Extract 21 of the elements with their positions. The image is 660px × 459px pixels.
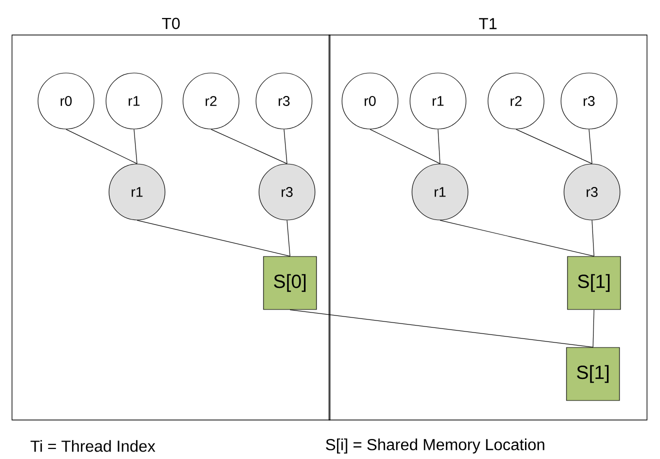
connector-line: [66, 129, 138, 164]
connector-line: [592, 220, 594, 256]
connector-line: [290, 310, 594, 348]
connector-line: [516, 129, 592, 164]
connector-line: [134, 129, 138, 164]
connector-line: [210, 129, 288, 164]
node-label: T0: [162, 18, 180, 30]
connector-line: [370, 129, 440, 164]
legend-note: S[i] = Shared Memory Location: [326, 438, 544, 454]
connector-line: [438, 129, 440, 164]
connector-line: [592, 310, 594, 348]
shared-memory-box: S[1]: [566, 347, 620, 401]
connector-line: [284, 129, 288, 164]
connector-line: [440, 220, 594, 256]
connector-line: [588, 129, 592, 164]
connector-line: [136, 220, 290, 256]
legend-note: Ti = Thread Index: [30, 440, 156, 452]
connector-line: [286, 220, 290, 256]
node-label: T1: [479, 18, 497, 30]
shared-memory-box: S[0]: [263, 256, 317, 310]
shared-memory-box: S[1]: [567, 256, 621, 310]
